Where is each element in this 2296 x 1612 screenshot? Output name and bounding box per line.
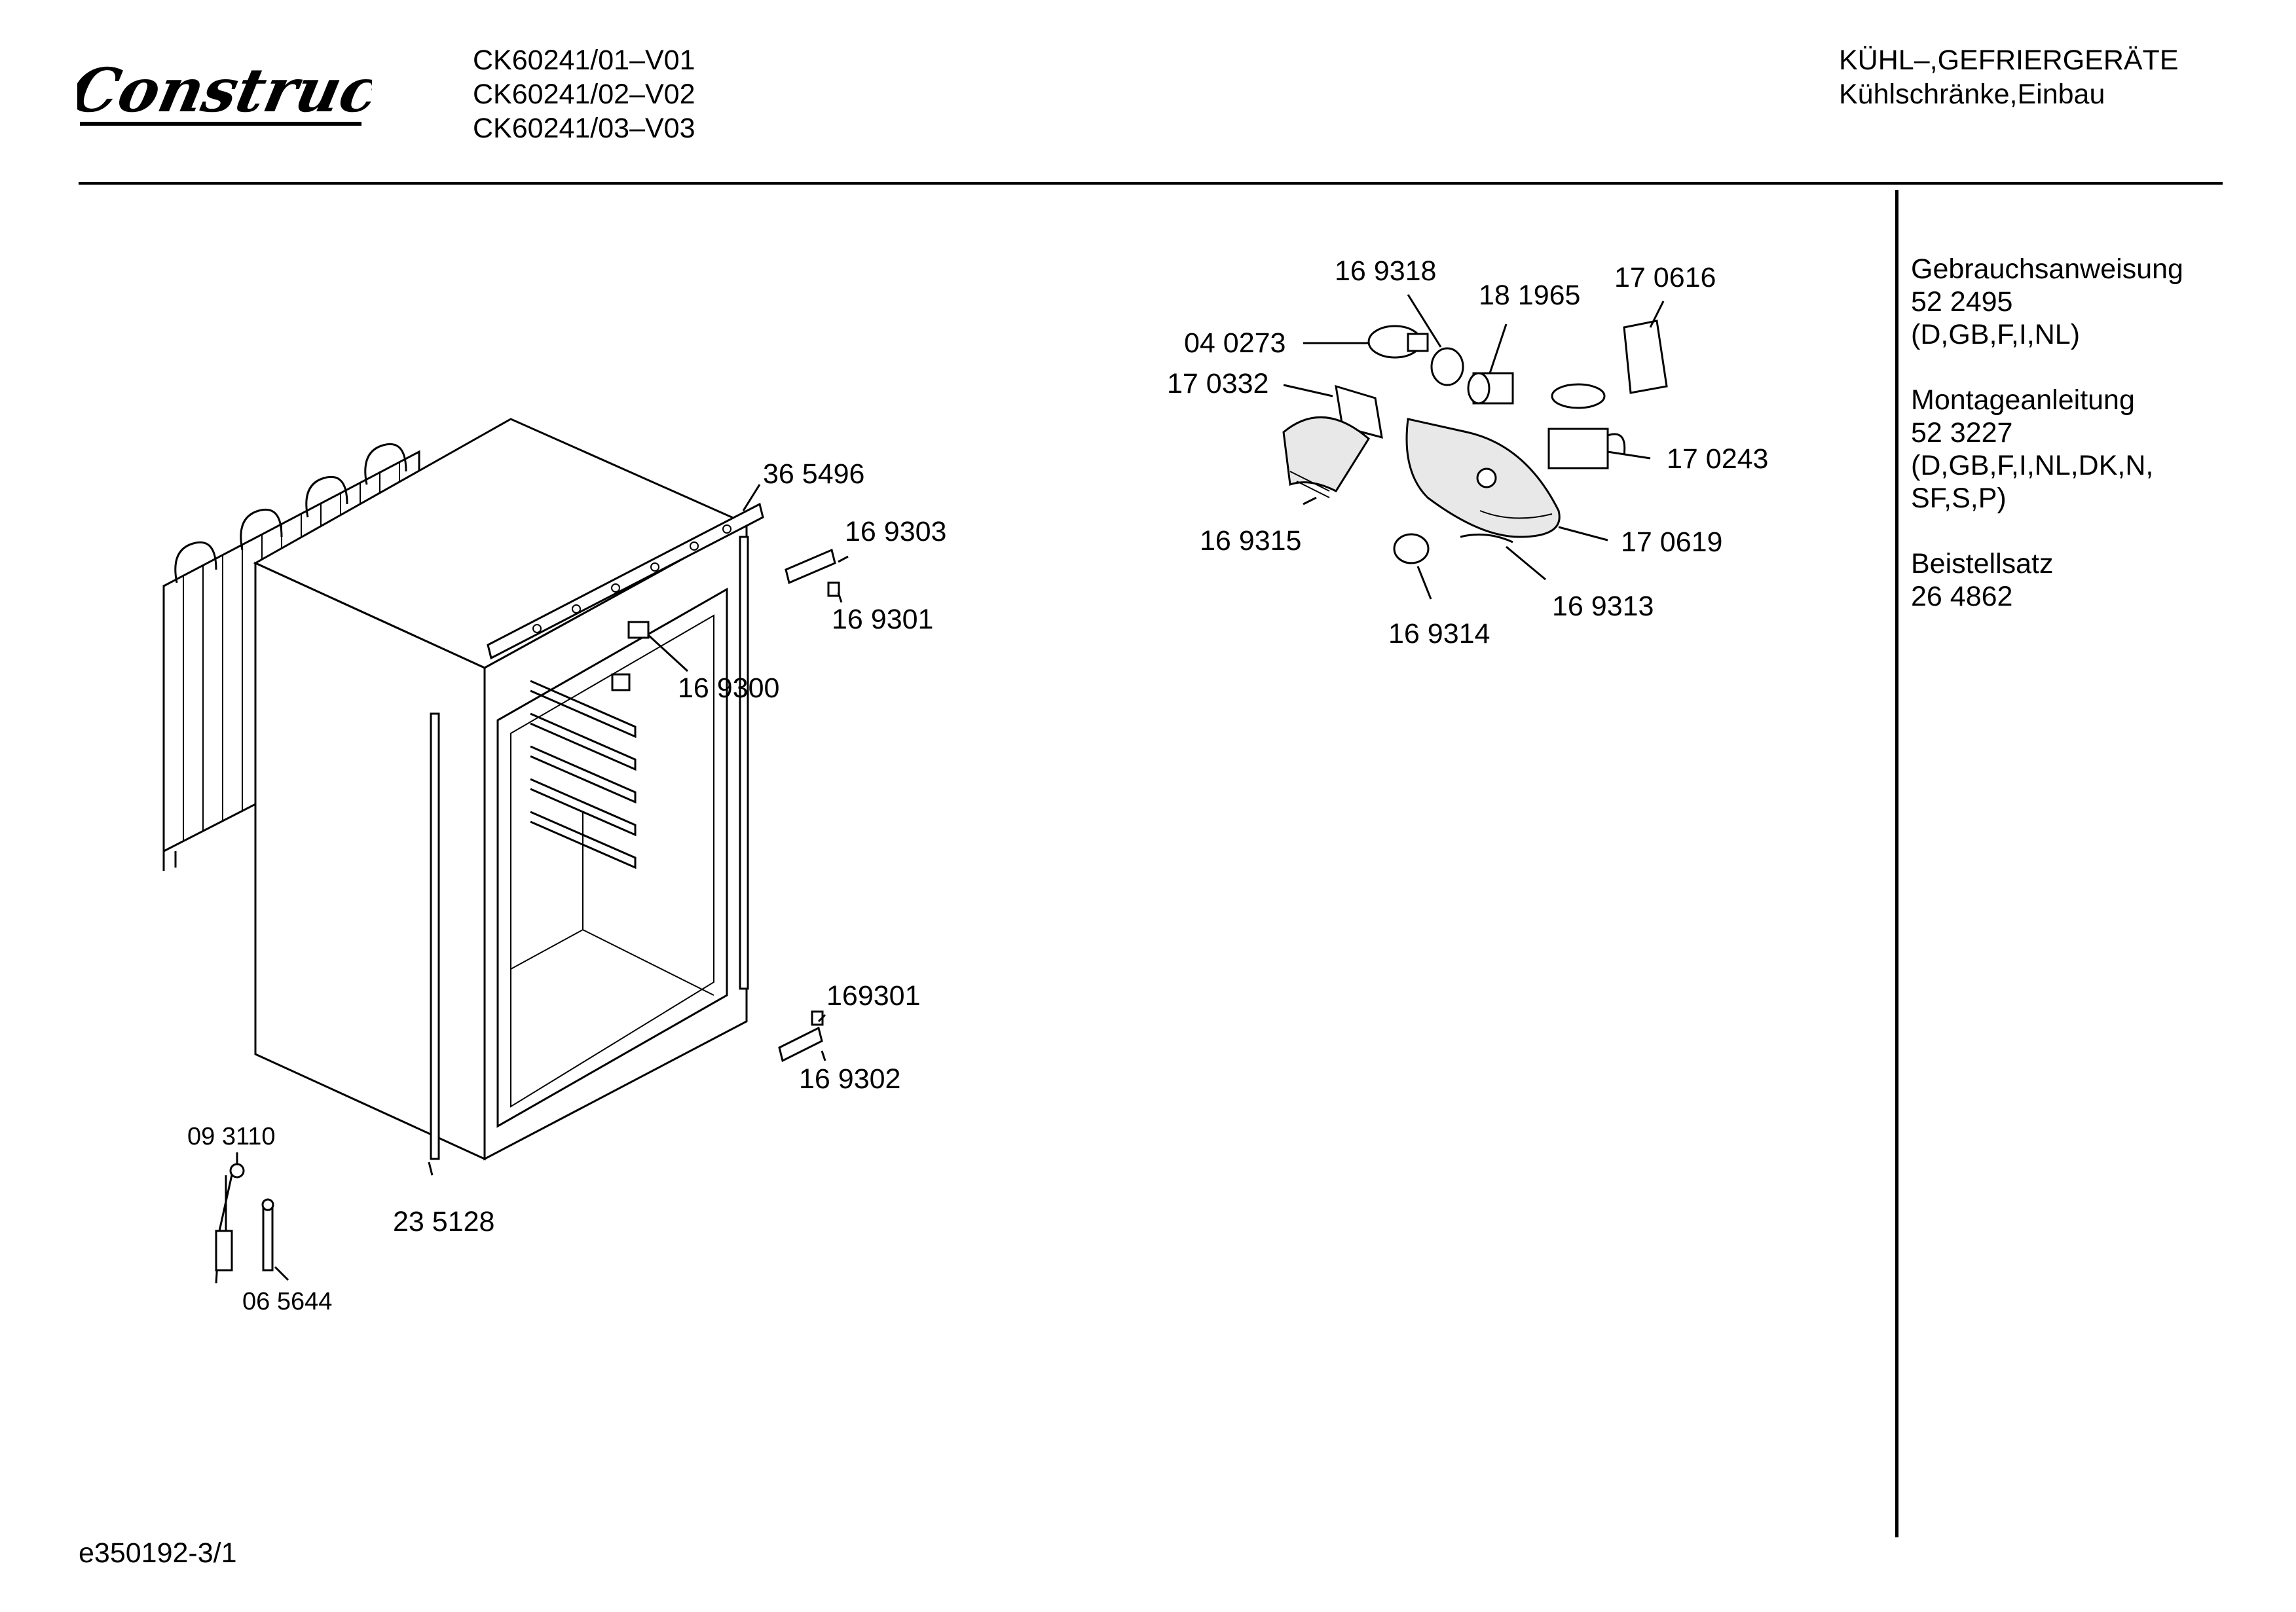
- part-label: 04 0273: [1184, 327, 1286, 359]
- knob-169314: [1393, 533, 1430, 564]
- part-label: 16 9301: [832, 604, 933, 635]
- model-number: CK60241/01–V01: [473, 45, 695, 76]
- seal-strip-left: [430, 712, 440, 1160]
- seal-strip-right: [739, 536, 749, 990]
- lamp-socket-ring: [1430, 347, 1464, 386]
- part-label: 16 9318: [1335, 255, 1436, 287]
- part-label: 16 9314: [1388, 618, 1490, 650]
- category-main: KÜHL–,GEFRIERGERÄTE: [1839, 45, 2179, 76]
- leader-lines: [236, 294, 1665, 1281]
- part-label: 169301: [826, 980, 921, 1012]
- part-label: 17 0619: [1621, 526, 1722, 558]
- thermostat-housing-170619: [1405, 418, 1561, 538]
- part-label: 16 9302: [799, 1063, 900, 1095]
- part-label: 16 9303: [845, 516, 946, 547]
- part-label: 17 0616: [1614, 262, 1716, 293]
- document-list: Gebrauchsanweisung 52 2495 (D,GB,F,I,NL)…: [1911, 253, 2278, 646]
- lamp-assembly: [1282, 320, 1668, 564]
- part-label: 16 9315: [1200, 525, 1301, 557]
- seal-169313: [1460, 533, 1513, 543]
- part-label: 17 0243: [1667, 443, 1768, 475]
- doc-installation-guide: Montageanleitung 52 3227 (D,GB,F,I,NL,DK…: [1911, 384, 2278, 515]
- lamp-shade-169315: [1282, 416, 1370, 498]
- model-list: CK60241/01–V01 CK60241/02–V02 CK60241/03…: [473, 43, 695, 145]
- doc-accessory-kit: Beistellsatz 26 4862: [1911, 547, 2278, 613]
- header-divider: [79, 182, 2223, 185]
- part-label: 18 1965: [1479, 280, 1580, 311]
- doc-languages-cont: SF,S,P): [1911, 483, 2007, 514]
- logo-wordmark: Constructa: [77, 55, 372, 126]
- part-label: 06 5644: [242, 1288, 332, 1315]
- top-rail-365496: [487, 502, 764, 660]
- door-pin: [627, 621, 650, 639]
- constructa-logo: Constructa: [77, 55, 372, 126]
- part-label: 17 0332: [1167, 368, 1268, 399]
- doc-title: Beistellsatz: [1911, 548, 2054, 579]
- doc-number: 52 3227: [1911, 417, 2013, 449]
- doc-number: 26 4862: [1911, 581, 2013, 612]
- doc-languages: (D,GB,F,I,NL,DK,N,: [1911, 450, 2154, 481]
- doc-title: Montageanleitung: [1911, 384, 2135, 416]
- model-number: CK60241/03–V03: [473, 113, 695, 144]
- category-sub: Kühlschränke,Einbau: [1839, 79, 2105, 110]
- doc-languages: (D,GB,F,I,NL): [1911, 319, 2081, 350]
- part-label: 36 5496: [763, 458, 864, 490]
- doc-code: e350192-3/1: [79, 1537, 237, 1569]
- sensor-093110: [215, 1163, 245, 1284]
- lamp-holder-181965: [1467, 372, 1514, 405]
- part-label: 16 9313: [1552, 591, 1654, 622]
- cabinet-body: [253, 418, 749, 1161]
- part-label: 23 5128: [393, 1206, 494, 1237]
- lamp-bulb-040273: [1367, 325, 1429, 359]
- hinge-top: [785, 548, 840, 597]
- doc-title: Gebrauchsanweisung: [1911, 253, 2183, 285]
- sidebar-divider: [1895, 190, 1898, 1537]
- part-label: 09 3110: [187, 1123, 276, 1150]
- doc-number: 52 2495: [1911, 286, 2013, 318]
- ring-part: [1551, 383, 1606, 409]
- hinge-bottom: [778, 1010, 824, 1063]
- part-label: 16 9300: [678, 672, 779, 704]
- doc-user-manual: Gebrauchsanweisung 52 2495 (D,GB,F,I,NL): [1911, 253, 2278, 351]
- sensor-tube-065644: [261, 1198, 274, 1272]
- category: KÜHL–,GEFRIERGERÄTE Kühlschränke,Einbau: [1839, 43, 2179, 111]
- bracket-170616: [1623, 320, 1668, 394]
- model-number: CK60241/02–V02: [473, 79, 695, 110]
- thermostat-170243: [1547, 428, 1626, 469]
